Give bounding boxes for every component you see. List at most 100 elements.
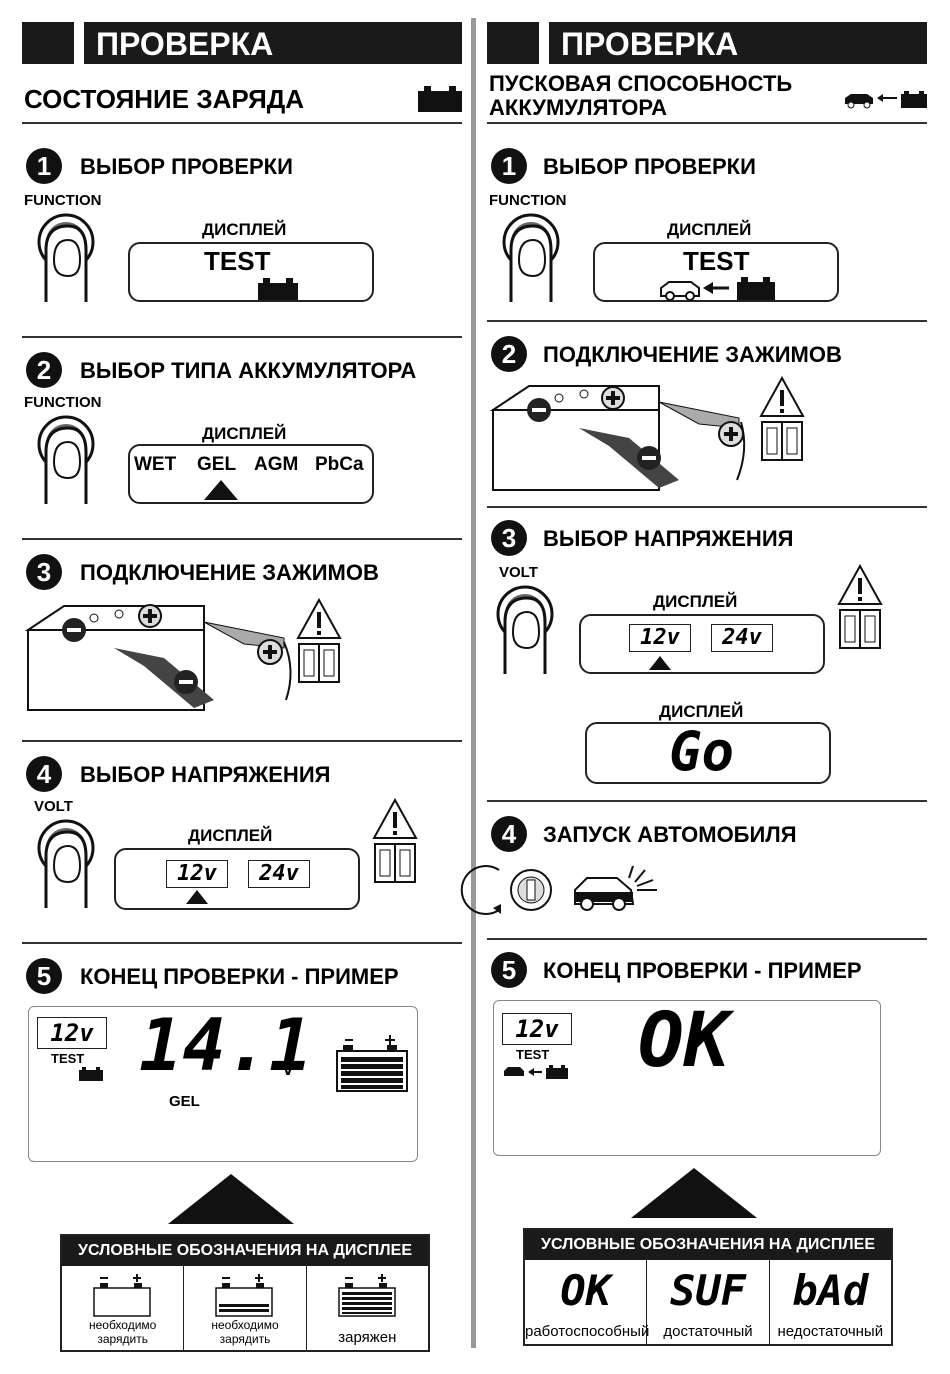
car-battery-icon [660, 277, 775, 301]
function-label: FUNCTION [489, 192, 567, 209]
step-title: ВЫБОР ПРОВЕРКИ [80, 154, 293, 179]
right-column: ПРОВЕРКА ПУСКОВАЯ СПОСОБНОСТЬ АККУМУЛЯТО… [460, 0, 937, 1374]
column-divider [471, 18, 476, 1348]
finger-press-icon[interactable] [36, 412, 96, 504]
volt-12-option: 12v [629, 624, 691, 652]
function-label: FUNCTION [24, 192, 102, 209]
legend-text: необходимо зарядить [88, 1318, 157, 1346]
step-number: 2 [26, 352, 62, 388]
step-number: 5 [26, 958, 62, 994]
right-subtitle: ПУСКОВАЯ СПОСОБНОСТЬ АККУМУЛЯТОРА [489, 71, 793, 120]
display-label: ДИСПЛЕЙ [202, 424, 287, 443]
right-header: ПРОВЕРКА [487, 22, 927, 64]
lcd-display: TEST [593, 242, 839, 302]
battery-icon [258, 278, 298, 300]
type-pbca: PbCa [315, 454, 364, 475]
ignition-key-icon[interactable] [460, 864, 559, 916]
legend-symbol: SUF [670, 1266, 746, 1315]
left-column: ПРОВЕРКА СОСТОЯНИЕ ЗАРЯДА 1 ВЫБОР ПРОВЕР… [22, 0, 472, 1374]
legend-text: работоспособный [525, 1323, 650, 1340]
selection-triangle-icon [186, 890, 208, 904]
test-indicator: TEST [516, 1047, 550, 1062]
volt-label: VOLT [34, 798, 73, 815]
battery-clamps-illustration [489, 385, 746, 491]
lcd-display: WET GEL AGM PbCa [128, 444, 374, 504]
legend-symbol: OK [560, 1266, 611, 1315]
legend-title: УСЛОВНЫЕ ОБОЗНАЧЕНИЯ НА ДИСПЛЕЕ [62, 1236, 428, 1266]
left-subtitle: СОСТОЯНИЕ ЗАРЯДА [24, 84, 305, 114]
legend-symbol: bAd [792, 1266, 869, 1315]
legend-title: УСЛОВНЫЕ ОБОЗНАЧЕНИЯ НА ДИСПЛЕЕ [525, 1230, 891, 1260]
finger-press-icon[interactable] [36, 210, 96, 302]
volt-24-option: 24v [711, 624, 773, 652]
lcd-display: 12v 24v [114, 848, 360, 910]
unit-label: v [283, 1059, 294, 1079]
car-headlights-icon [574, 865, 657, 911]
legend-cell: OK работоспособный [525, 1260, 650, 1344]
volt-indicator: 12v [502, 1013, 572, 1045]
display-test-text: TEST [204, 246, 271, 276]
step-title: ВЫБОР ТИПА АККУМУЛЯТОРА [80, 358, 417, 383]
pointer-triangle-icon [168, 1174, 294, 1224]
step-title: ВЫБОР ПРОВЕРКИ [543, 154, 756, 179]
warning-manual-icon [372, 797, 418, 883]
legend-text: необходимо зарядить [211, 1318, 279, 1346]
warning-manual-icon [759, 375, 805, 461]
legend-cell: SUF достаточный [647, 1260, 770, 1344]
lcd-display: 12v 24v [579, 614, 825, 674]
step-number: 4 [26, 756, 62, 792]
finger-press-icon[interactable] [495, 582, 555, 674]
volt-12-option: 12v [166, 860, 228, 888]
step-title: ПОДКЛЮЧЕНИЕ ЗАЖИМОВ [80, 560, 379, 585]
result-lcd: 12v TEST 14.1 v GEL [28, 1003, 418, 1162]
warning-manual-icon [296, 597, 342, 683]
battery-icon [418, 86, 462, 112]
step-number: 5 [491, 952, 527, 988]
battery-empty-icon [93, 1274, 151, 1317]
pointer-triangle-icon [631, 1168, 757, 1218]
battery-charged-icon [336, 1035, 408, 1092]
warning-manual-icon [837, 563, 883, 649]
left-header: ПРОВЕРКА [22, 22, 462, 64]
legend-text: заряжен [338, 1329, 397, 1346]
battery-icon [79, 1067, 103, 1081]
legend-cell: необходимо зарядить [62, 1266, 185, 1350]
battery-type-label: GEL [169, 1093, 200, 1110]
lcd-display: TEST [128, 242, 374, 302]
right-header-title: ПРОВЕРКА [549, 22, 927, 64]
function-label: FUNCTION [24, 394, 102, 411]
display-label: ДИСПЛЕЙ [653, 592, 738, 611]
legend-text: недостаточный [777, 1323, 884, 1340]
legend-cell: заряжен [307, 1266, 428, 1350]
display-label: ДИСПЛЕЙ [667, 220, 752, 239]
battery-clamps-illustration [24, 604, 292, 711]
car-battery-icon [504, 1065, 568, 1079]
car-battery-icon [845, 91, 927, 109]
finger-press-icon[interactable] [36, 816, 96, 908]
result-lcd: 12v TEST OK [493, 995, 881, 1156]
step-number: 4 [491, 816, 527, 852]
lcd-display: Go [585, 720, 831, 784]
finger-press-icon[interactable] [501, 210, 561, 302]
step-title: ВЫБОР НАПРЯЖЕНИЯ [543, 526, 794, 551]
type-wet: WET [134, 454, 177, 475]
step-number: 2 [491, 336, 527, 372]
step-number: 1 [491, 148, 527, 184]
display-test-text: TEST [683, 246, 750, 276]
display-label: ДИСПЛЕЙ [188, 826, 273, 845]
step-title: КОНЕЦ ПРОВЕРКИ - ПРИМЕР [80, 964, 399, 989]
step-title: ПОДКЛЮЧЕНИЕ ЗАЖИМОВ [543, 342, 842, 367]
display-label: ДИСПЛЕЙ [659, 702, 744, 721]
volt-label: VOLT [499, 564, 538, 581]
volt-24-option: 24v [248, 860, 310, 888]
voltage-reading: 14.1 [139, 1003, 313, 1087]
battery-full-icon [337, 1274, 396, 1317]
type-agm: AGM [254, 454, 299, 475]
step-number: 3 [26, 554, 62, 590]
legend-box: УСЛОВНЫЕ ОБОЗНАЧЕНИЯ НА ДИСПЛЕЕ необходи… [60, 1234, 430, 1352]
step-number: 1 [26, 148, 62, 184]
legend-text: достаточный [663, 1323, 753, 1340]
legend-cell: необходимо зарядить [184, 1266, 307, 1350]
step-title: ВЫБОР НАПРЯЖЕНИЯ [80, 762, 331, 787]
step-number: 3 [491, 520, 527, 556]
